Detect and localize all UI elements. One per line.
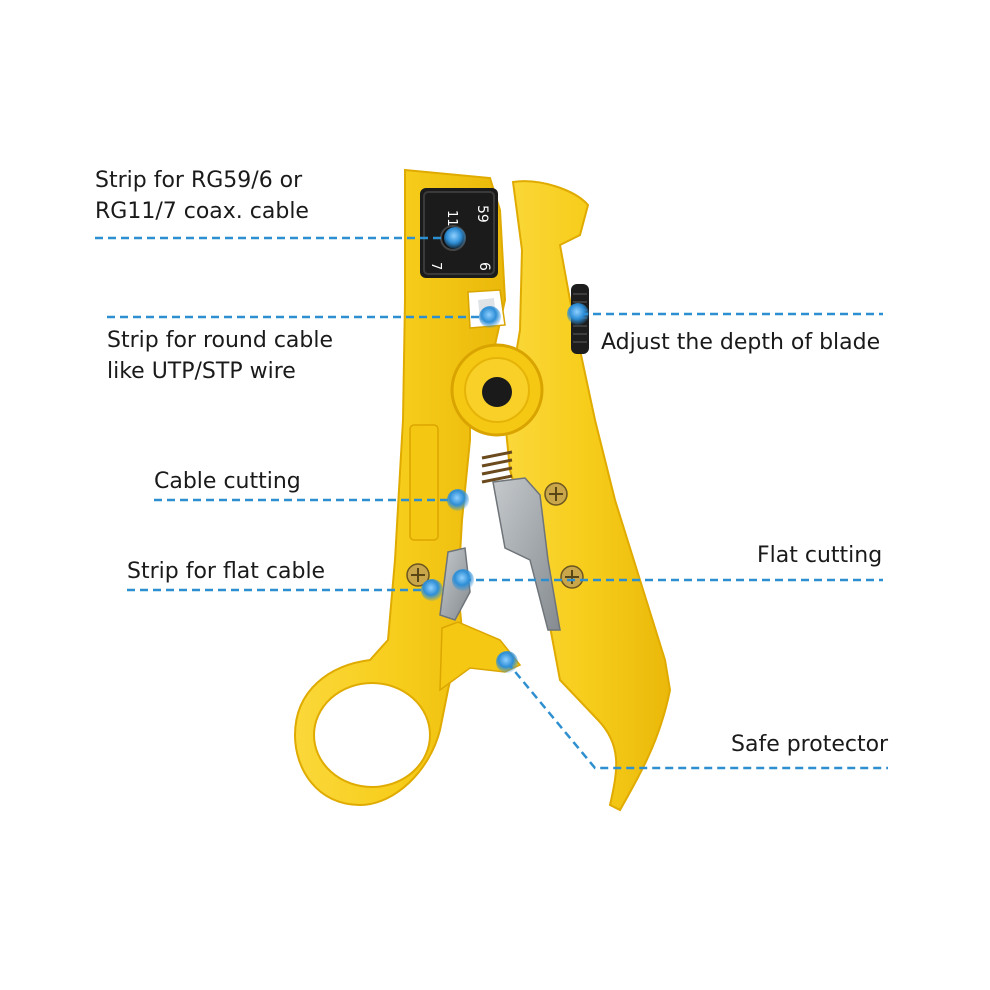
label-coax-strip: Strip for RG59/6 or RG11/7 coax. cable xyxy=(95,165,309,227)
marker-flat-cutting xyxy=(452,569,474,591)
screw-right xyxy=(560,565,584,589)
die-mark-59: 59 xyxy=(474,205,490,223)
pivot-screw xyxy=(482,377,512,407)
marker-round xyxy=(479,306,501,328)
label-cable-cutting: Cable cutting xyxy=(154,469,301,494)
finger-ring-hole xyxy=(313,682,431,788)
label-round-strip: Strip for round cable like UTP/STP wire xyxy=(107,325,333,387)
spring xyxy=(481,450,513,484)
label-blade-depth: Adjust the depth of blade xyxy=(601,330,881,355)
label-safe-protector: Safe protector xyxy=(731,732,889,757)
marker-safe-protector xyxy=(496,651,518,673)
cutting-blade xyxy=(492,477,561,631)
marker-cable-cutting xyxy=(447,489,469,511)
marker-depth xyxy=(567,303,589,325)
label-round-strip-line1: Strip for round cable xyxy=(107,328,334,353)
label-coax-strip-line1: Strip for RG59/6 or xyxy=(95,168,303,193)
marker-flat-strip xyxy=(421,579,443,601)
die-mark-11: 11 xyxy=(444,210,459,227)
die-mark-7: 7 xyxy=(428,262,443,270)
label-round-strip-line2: like UTP/STP wire xyxy=(107,359,296,384)
label-coax-strip-line2: RG11/7 coax. cable xyxy=(95,199,309,224)
screw-left xyxy=(406,563,430,587)
label-flat-strip: Strip for flat cable xyxy=(127,559,326,584)
handle-recess xyxy=(409,424,439,541)
marker-coax xyxy=(444,227,466,249)
right-handle xyxy=(503,180,672,812)
screw-upper xyxy=(544,482,568,506)
die-mark-6: 6 xyxy=(476,262,492,271)
label-flat-cutting: Flat cutting xyxy=(757,543,883,568)
leader-safe-protector xyxy=(506,661,888,770)
